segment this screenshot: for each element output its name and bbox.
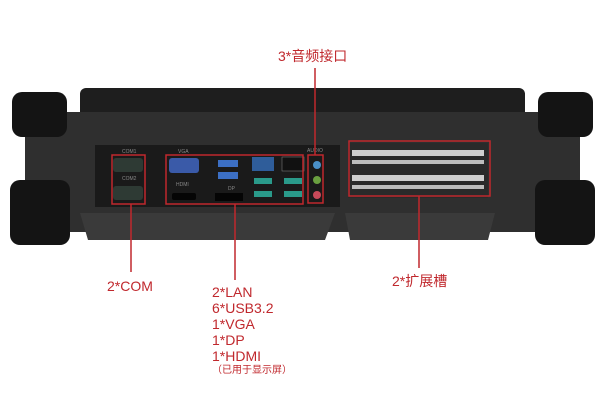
com2-port (113, 186, 143, 200)
io-item: 2*LAN (212, 284, 253, 300)
dp-label: DP (228, 186, 236, 192)
slot-bracket (352, 150, 484, 156)
io-item: 1*VGA (212, 316, 255, 332)
slots-annotation: 2*扩展槽 (392, 273, 448, 289)
lan-port (281, 156, 305, 172)
slot-bracket (352, 160, 484, 164)
audio-annotation: 3*音频接口 (278, 48, 348, 64)
bumper-bottom-right (535, 180, 595, 245)
dp-port (215, 193, 243, 201)
audio-jack-pink (313, 191, 321, 199)
usb-port (284, 178, 302, 184)
bumper-top-left (12, 92, 67, 137)
slot-bracket (352, 185, 484, 189)
vga-label: VGA (178, 149, 189, 155)
io-annotation: 2*LAN 6*USB3.2 1*VGA 1*DP 1*HDMI （已用于显示屏… (212, 284, 292, 377)
usb-port (218, 160, 238, 167)
usb-port (284, 191, 302, 197)
com-annotation: 2*COM (107, 278, 153, 294)
slot-bracket (352, 175, 484, 181)
com-highlight-box (111, 154, 146, 205)
bumper-bottom-left (10, 180, 70, 245)
lan-port (252, 157, 274, 171)
com1-label: COM1 (122, 149, 137, 155)
audio-jack-blue (313, 161, 321, 169)
io-item: 1*DP (212, 332, 245, 348)
usb-port (254, 178, 272, 184)
io-item: 6*USB3.2 (212, 300, 274, 316)
port-cover-flap (80, 213, 335, 240)
usb-port (218, 172, 238, 179)
hdmi-port (172, 193, 196, 200)
slot-cover-flap (345, 213, 495, 240)
usb-port (254, 191, 272, 197)
io-note: （已用于显示屏） (212, 365, 292, 376)
bumper-top-right (538, 92, 593, 137)
io-item: 1*HDMI (212, 348, 262, 364)
com2-label: COM2 (122, 176, 137, 182)
com1-port (113, 158, 143, 172)
audio-jack-green (313, 176, 321, 184)
vga-port (169, 158, 199, 173)
hdmi-label: HDMI (176, 182, 189, 188)
